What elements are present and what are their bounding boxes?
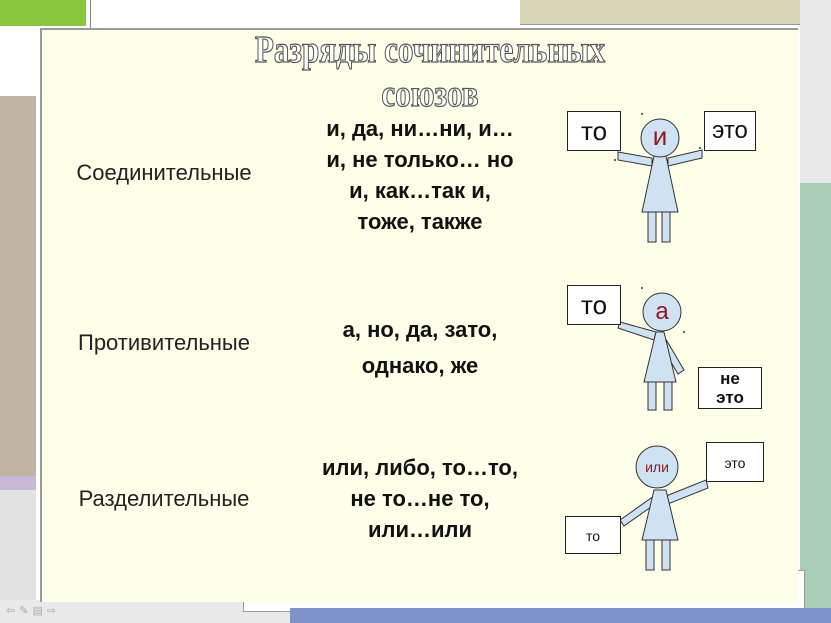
word-box-text: то bbox=[580, 290, 608, 320]
word-box: то bbox=[567, 285, 621, 325]
conjunction-line: и, как…так и, bbox=[349, 178, 491, 203]
decor-line bbox=[90, 0, 91, 30]
word-box: то bbox=[567, 111, 621, 151]
word-box: то bbox=[565, 516, 621, 554]
word-box: это bbox=[706, 442, 764, 482]
figure-head-label: и bbox=[652, 121, 668, 151]
pen-icon[interactable]: ✎ bbox=[19, 605, 33, 617]
conjunction-line: тоже, также bbox=[357, 209, 483, 234]
conjunction-list-disjunctive: или, либо, то…то, не то…не то, или…или bbox=[290, 452, 550, 545]
word-box: не это bbox=[698, 367, 762, 409]
figure-disjunctive-icon bbox=[619, 445, 709, 571]
category-label-adversative: Противительные bbox=[78, 330, 250, 355]
conjunction-line: и, не только… но bbox=[326, 147, 514, 172]
decor-bottom-grey bbox=[0, 600, 300, 623]
forward-icon[interactable]: ⇨ bbox=[46, 605, 61, 617]
decor-left-tan bbox=[0, 96, 36, 476]
menu-icon[interactable]: ▤ bbox=[32, 605, 47, 617]
category-label-connective: Соединительные bbox=[76, 160, 252, 185]
slide-nav-bar: ⇦✎▤⇨ bbox=[6, 604, 60, 617]
decor-green-block bbox=[0, 0, 86, 26]
decor-bottom-blue bbox=[290, 608, 831, 623]
decor-left-lilac bbox=[0, 476, 36, 490]
conjunction-list-adversative: а, но, да, зато, однако, же bbox=[290, 312, 550, 384]
decor-right-green bbox=[800, 183, 831, 623]
word-box: это bbox=[704, 111, 756, 151]
figure-adversative-icon bbox=[617, 287, 685, 411]
decor-tan-block bbox=[520, 0, 800, 25]
word-box-line: не bbox=[720, 369, 740, 388]
conjunction-line: или, либо, то…то, bbox=[322, 455, 518, 480]
slide-title: Разряды сочинительных союзов bbox=[254, 28, 606, 115]
conjunction-line: а, но, да, зато, bbox=[342, 317, 498, 342]
conjunction-line: и, да, ни…ни, и… bbox=[326, 116, 514, 141]
figure-head-label: или bbox=[645, 459, 669, 475]
back-icon[interactable]: ⇦ bbox=[6, 605, 20, 617]
figure-head-label: а bbox=[655, 298, 669, 325]
conjunction-line: однако, же bbox=[361, 353, 479, 378]
word-box-line: это bbox=[716, 388, 744, 407]
figure-connective-icon bbox=[609, 113, 703, 243]
conjunction-line: не то…не то, bbox=[350, 486, 490, 511]
decor-right-grey bbox=[800, 0, 831, 183]
decor-left-strip bbox=[0, 490, 36, 600]
conjunction-list-connective: и, да, ни…ни, и… и, не только… но и, как… bbox=[290, 113, 550, 237]
conjunction-line: или…или bbox=[367, 517, 473, 542]
category-label-disjunctive: Разделительные bbox=[78, 486, 250, 511]
